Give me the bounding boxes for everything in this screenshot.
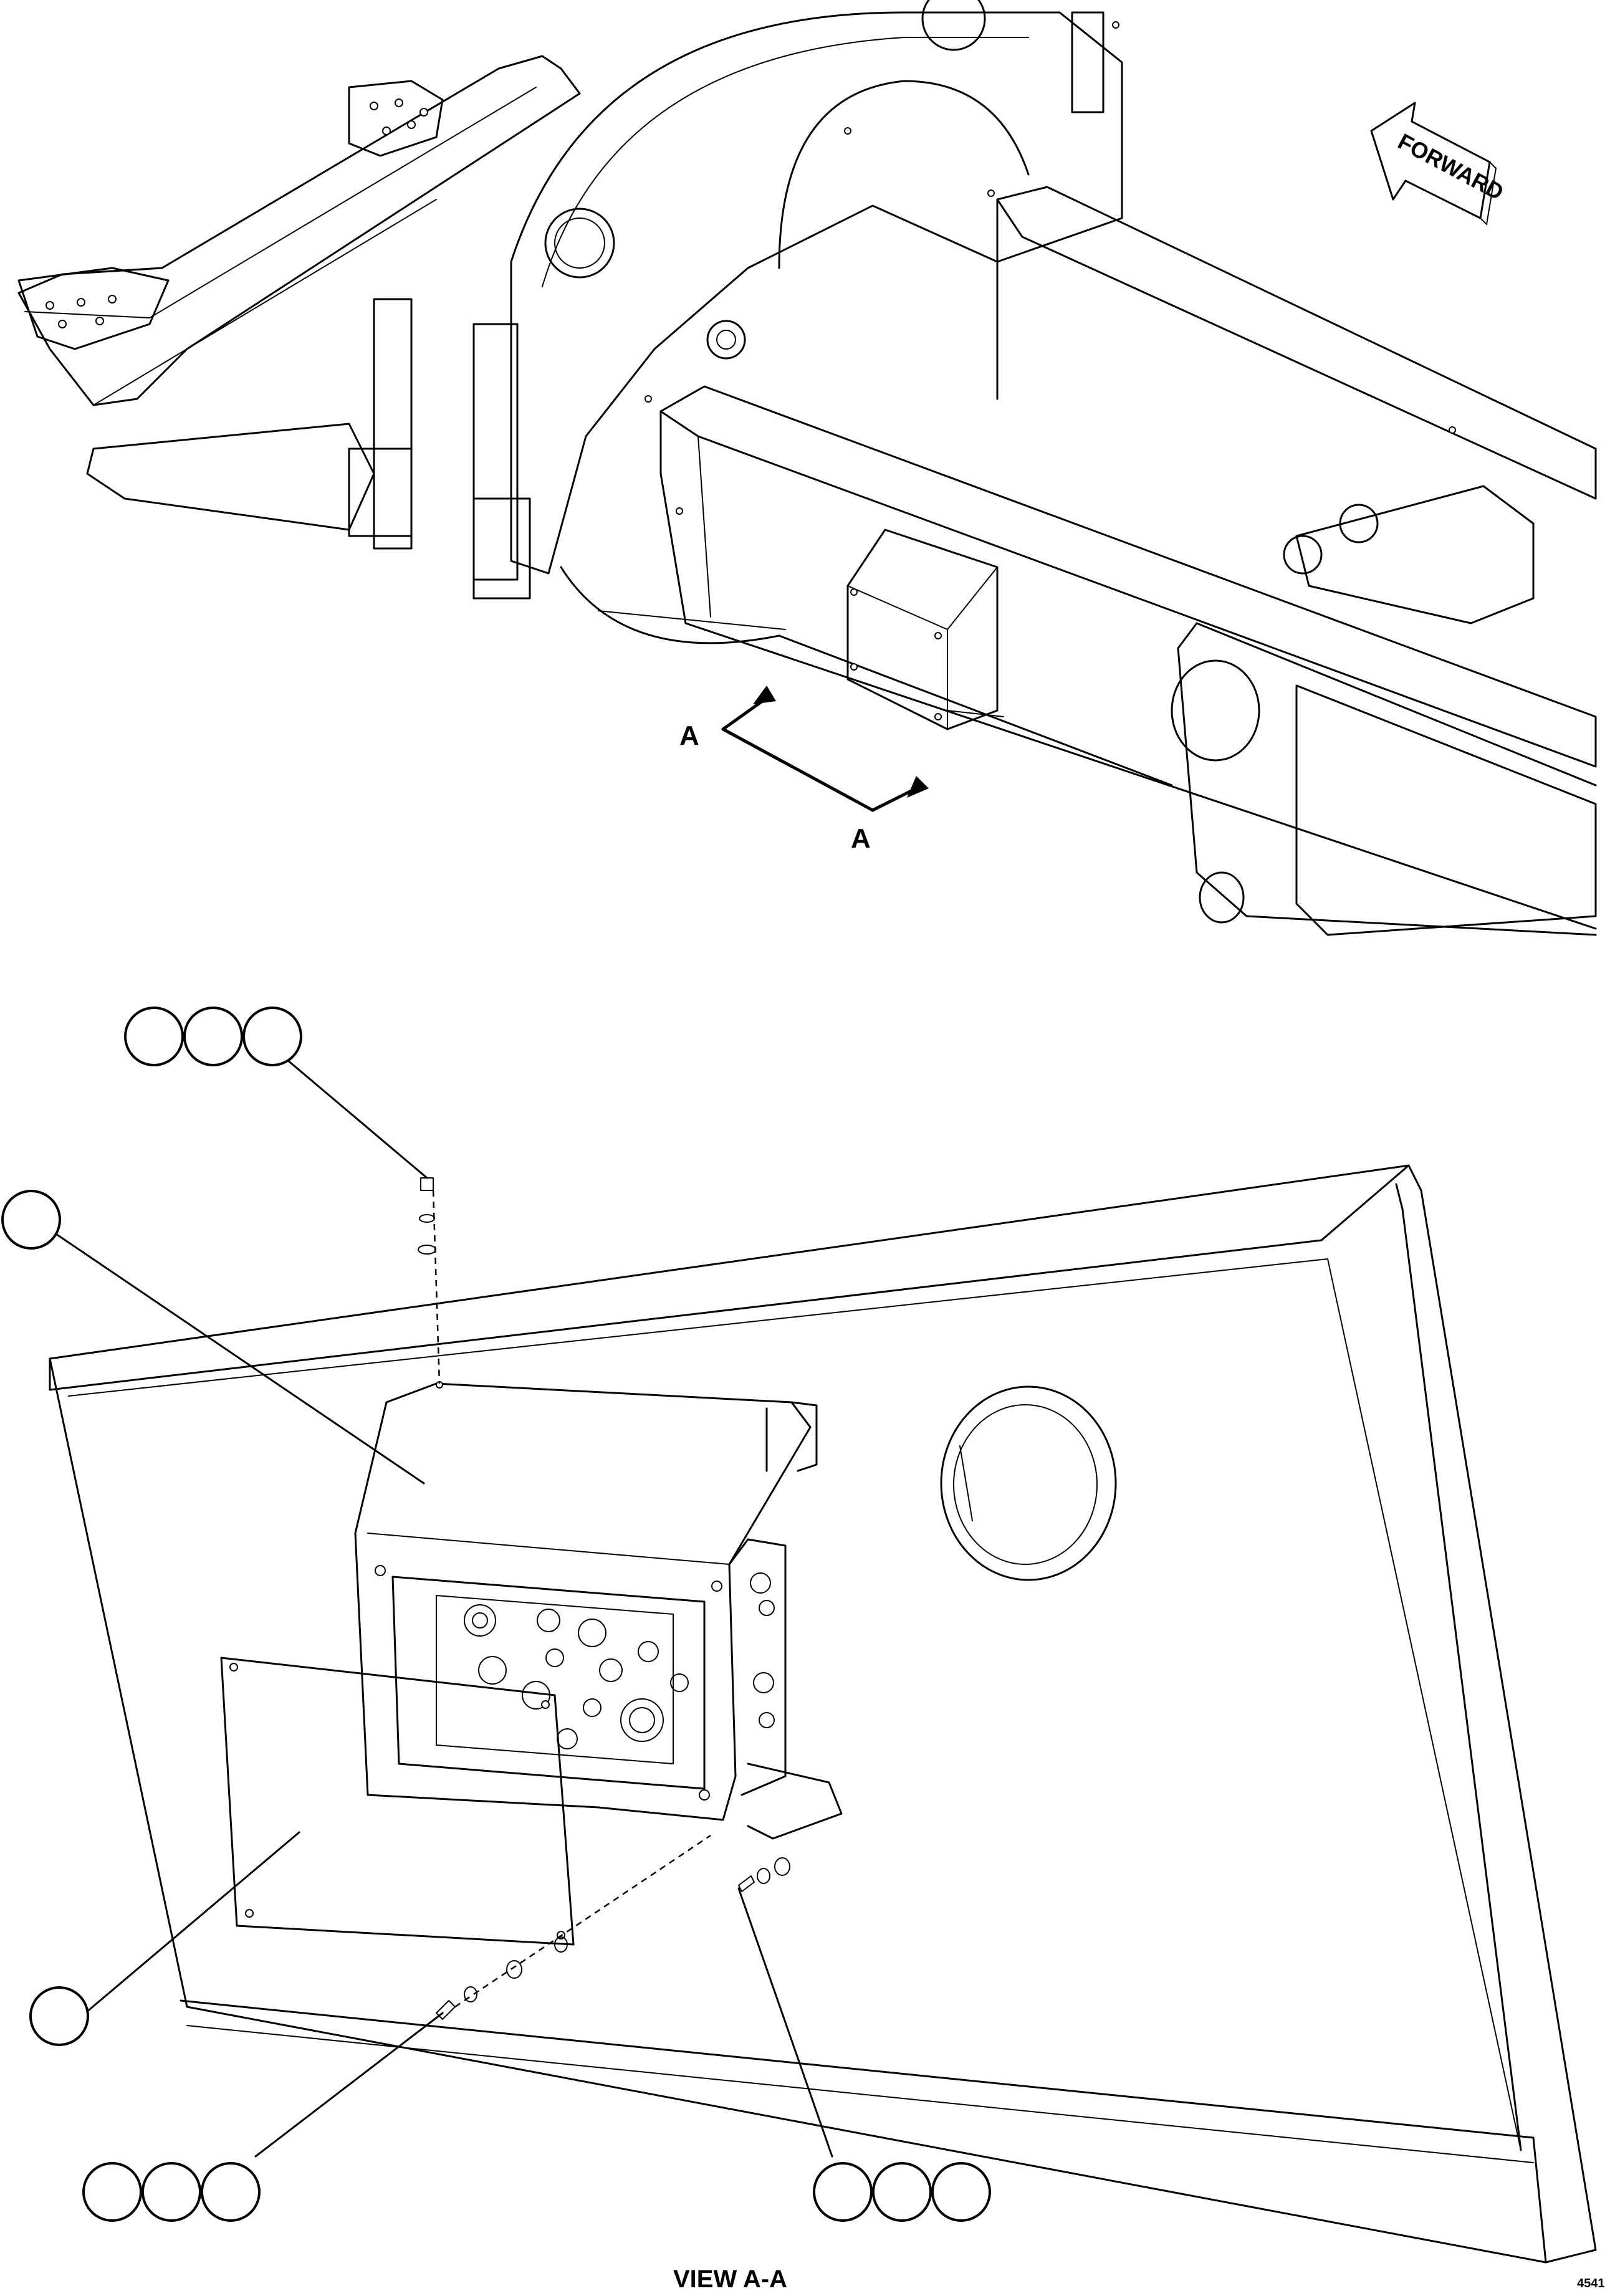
callout-lower-right-fastener xyxy=(813,2162,991,2222)
assembly-line-upper xyxy=(432,1190,441,1384)
view-a-a xyxy=(49,1164,1597,2264)
forward-arrow: FORWARD xyxy=(1370,102,1508,225)
section-label-upper: A xyxy=(679,720,699,751)
leader-lines xyxy=(55,1058,833,2158)
fastener-lower-right xyxy=(738,1857,790,1892)
fastener-upper xyxy=(418,1177,436,1255)
callout-cover-assembly xyxy=(1,1190,61,1250)
view-label: VIEW A-A xyxy=(673,2265,787,2293)
callout-upper-fastener xyxy=(124,1007,302,1066)
chassis-frame-view xyxy=(17,0,1597,936)
section-label-lower: A xyxy=(851,823,871,854)
callout-front-cover xyxy=(29,1986,89,2046)
section-line-a-a xyxy=(721,686,929,812)
callout-lower-left-fastener xyxy=(82,2162,261,2222)
sheet-code: 4541 xyxy=(1577,2277,1605,2290)
assembly-line-lower-left xyxy=(454,1834,711,2008)
forward-arrow-label: FORWARD xyxy=(1394,128,1508,205)
